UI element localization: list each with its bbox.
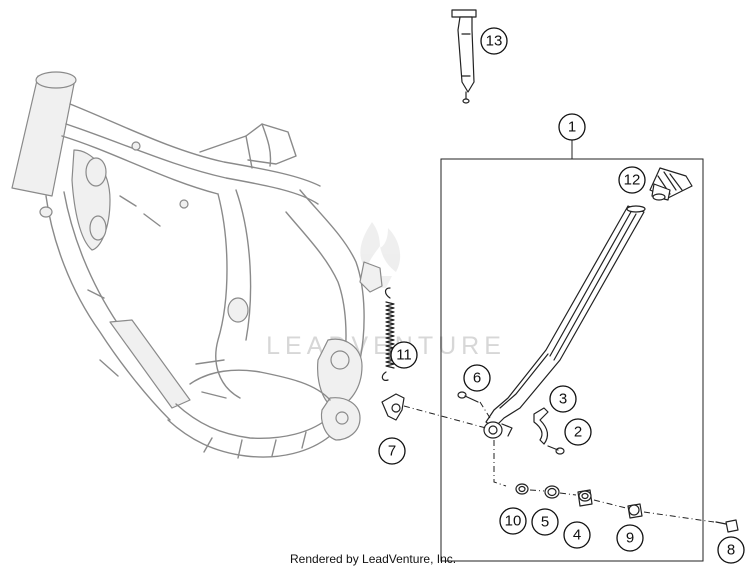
part-2-bolt [547,445,565,455]
callout-9[interactable]: 9 [616,524,644,552]
svg-text:13: 13 [486,33,503,50]
callout-13[interactable]: 13 [480,27,508,55]
part-4-bushing [577,489,593,507]
callout-2[interactable]: 2 [564,418,592,446]
svg-text:8: 8 [727,542,735,559]
frame-drawing [11,71,383,459]
watermark-text: LEADVENTURE [266,332,506,360]
callout-8[interactable]: 8 [717,536,745,564]
svg-text:3: 3 [559,391,567,408]
part-5-washer [544,485,560,499]
part-3-hook [533,407,549,445]
part-6-screw [457,391,479,403]
part-9-bushing [627,503,643,519]
svg-text:12: 12 [624,172,641,189]
svg-text:4: 4 [573,527,581,544]
svg-text:1: 1 [568,119,576,136]
part-10-washer [515,483,529,495]
part-8-screw [715,519,739,533]
callout-1[interactable]: 1 [558,113,586,141]
callout-3[interactable]: 3 [549,385,577,413]
svg-text:11: 11 [396,347,412,364]
callout-7[interactable]: 7 [378,437,406,465]
part-13-clip [451,9,477,104]
callout-6[interactable]: 6 [463,364,491,392]
callout-11[interactable]: 11 [390,341,418,369]
callout-10[interactable]: 10 [499,507,527,535]
svg-text:10: 10 [505,513,522,530]
assembly-lines [403,401,715,523]
part-7-bracket [381,393,405,421]
svg-text:9: 9 [626,530,634,547]
callout-4[interactable]: 4 [563,521,591,549]
assembly-box [440,140,704,562]
callout-12[interactable]: 12 [618,166,646,194]
svg-text:6: 6 [473,370,481,387]
part-11-spring [381,287,395,381]
render-credit: Rendered by LeadVenture, Inc. [290,552,457,566]
part-12-foot-pad [649,167,693,201]
svg-text:7: 7 [388,443,396,460]
svg-text:5: 5 [541,514,549,531]
callout-5[interactable]: 5 [531,508,559,536]
svg-text:2: 2 [574,424,582,441]
part-1-side-stand [483,205,646,439]
